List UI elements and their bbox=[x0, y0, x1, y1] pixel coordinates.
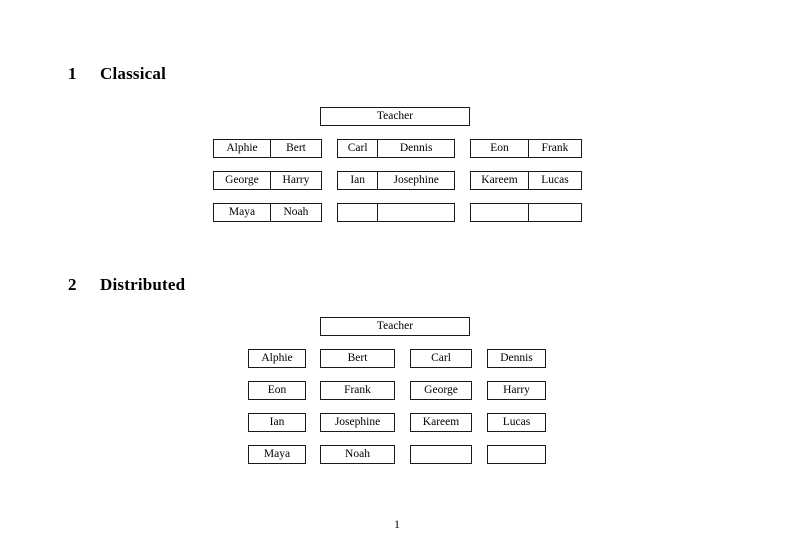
classical-row-group[interactable]: Eon Frank bbox=[470, 139, 582, 158]
classical-row-group[interactable]: George Harry bbox=[213, 171, 322, 190]
classical-row-group-empty[interactable] bbox=[470, 203, 582, 222]
classical-cell[interactable]: Carl bbox=[338, 140, 378, 157]
distributed-cell[interactable]: Josephine bbox=[320, 413, 395, 432]
classical-row-group[interactable]: Kareem Lucas bbox=[470, 171, 582, 190]
distributed-cell[interactable]: Carl bbox=[410, 349, 472, 368]
distributed-cell[interactable]: George bbox=[410, 381, 472, 400]
distributed-cell[interactable]: Maya bbox=[248, 445, 306, 464]
classical-cell[interactable]: Eon bbox=[471, 140, 528, 157]
classical-cell[interactable]: Kareem bbox=[471, 172, 528, 189]
section-title: Classical bbox=[100, 64, 167, 83]
classical-cell[interactable]: George bbox=[214, 172, 270, 189]
classical-cell[interactable]: Lucas bbox=[527, 172, 581, 189]
classical-cell[interactable]: Frank bbox=[527, 140, 581, 157]
section-heading-classical: 1 Classical bbox=[68, 64, 166, 84]
classical-row-group[interactable]: Ian Josephine bbox=[337, 171, 455, 190]
classical-row-group[interactable]: Carl Dennis bbox=[337, 139, 455, 158]
distributed-cell-empty[interactable] bbox=[487, 445, 546, 464]
distributed-cell[interactable]: Eon bbox=[248, 381, 306, 400]
distributed-cell[interactable]: Alphie bbox=[248, 349, 306, 368]
classical-teacher-box[interactable]: Teacher bbox=[320, 107, 470, 126]
page-number: 1 bbox=[394, 519, 400, 531]
classical-cell[interactable]: Dennis bbox=[377, 140, 454, 157]
section-title: Distributed bbox=[100, 275, 186, 294]
distributed-cell[interactable]: Lucas bbox=[487, 413, 546, 432]
section-number: 1 bbox=[68, 64, 77, 83]
section-heading-distributed: 2 Distributed bbox=[68, 275, 185, 295]
section-number: 2 bbox=[68, 275, 77, 294]
classical-cell[interactable]: Noah bbox=[269, 204, 321, 221]
classical-cell-empty[interactable] bbox=[338, 204, 378, 221]
distributed-cell-empty[interactable] bbox=[410, 445, 472, 464]
classical-cell[interactable]: Bert bbox=[269, 140, 321, 157]
classical-row-group[interactable]: Maya Noah bbox=[213, 203, 322, 222]
classical-cell[interactable]: Ian bbox=[338, 172, 378, 189]
classical-row-group[interactable]: Alphie Bert bbox=[213, 139, 322, 158]
distributed-cell[interactable]: Kareem bbox=[410, 413, 472, 432]
distributed-cell[interactable]: Dennis bbox=[487, 349, 546, 368]
classical-cell[interactable]: Josephine bbox=[377, 172, 454, 189]
classical-cell[interactable]: Maya bbox=[214, 204, 270, 221]
classical-cell-empty[interactable] bbox=[377, 204, 454, 221]
distributed-cell[interactable]: Frank bbox=[320, 381, 395, 400]
classical-cell[interactable]: Harry bbox=[269, 172, 321, 189]
distributed-cell[interactable]: Harry bbox=[487, 381, 546, 400]
distributed-cell[interactable]: Bert bbox=[320, 349, 395, 368]
classical-cell[interactable]: Alphie bbox=[214, 140, 270, 157]
classical-cell-empty[interactable] bbox=[471, 204, 528, 221]
distributed-cell[interactable]: Ian bbox=[248, 413, 306, 432]
classical-cell-empty[interactable] bbox=[527, 204, 581, 221]
distributed-cell[interactable]: Noah bbox=[320, 445, 395, 464]
distributed-teacher-box[interactable]: Teacher bbox=[320, 317, 470, 336]
classical-row-group-empty[interactable] bbox=[337, 203, 455, 222]
